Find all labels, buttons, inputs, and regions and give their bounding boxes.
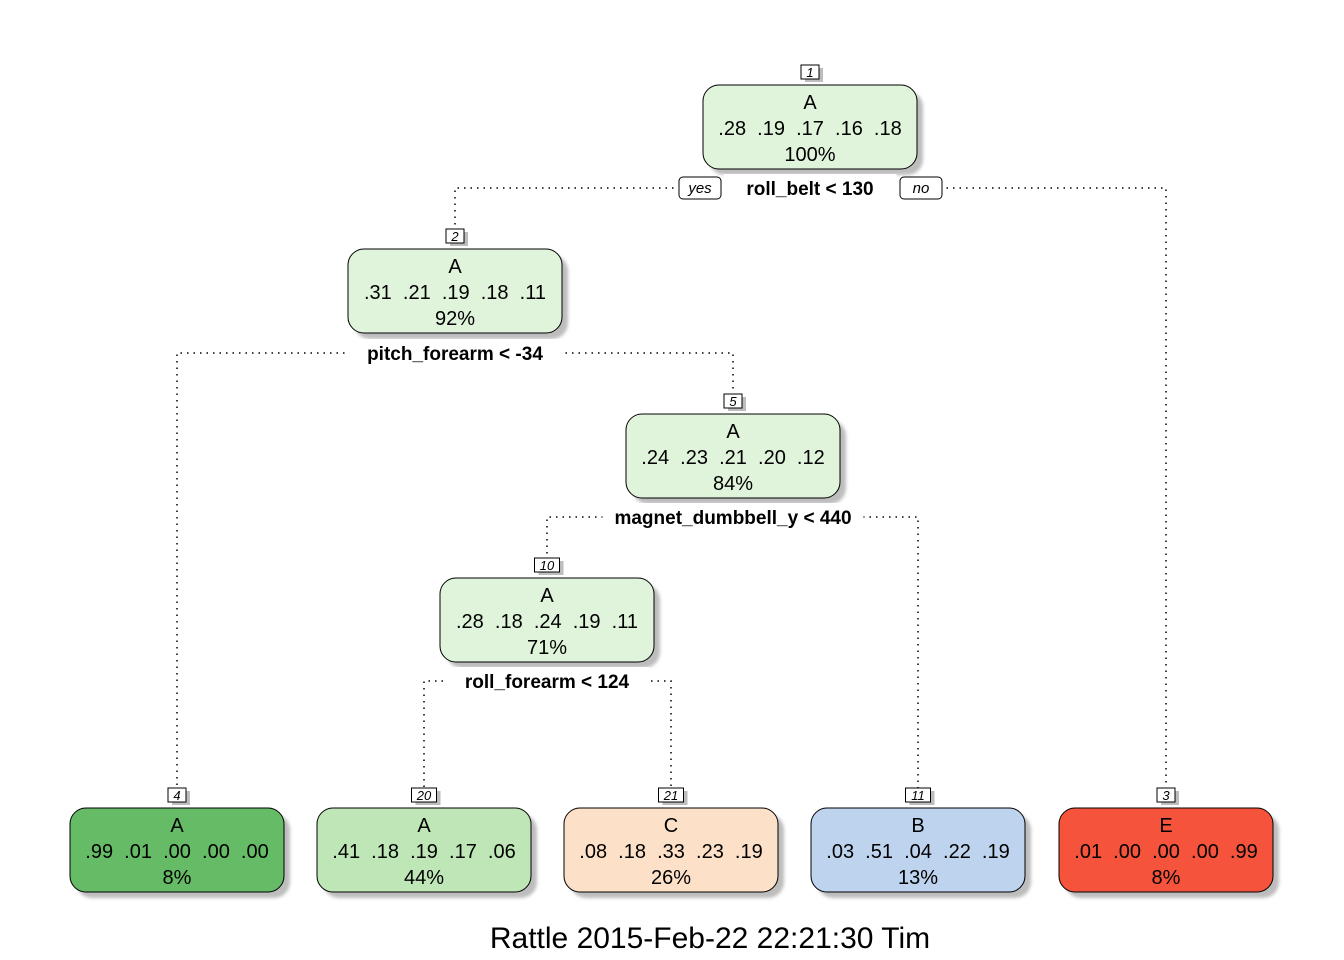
node-probs: .99 .01 .00 .00 .00 xyxy=(85,841,268,863)
split-label-bg xyxy=(602,503,864,529)
node-5: 5A .24 .23 .21 .20 .12 84% xyxy=(625,393,846,504)
split-label-10: roll_forearm < 124 xyxy=(465,672,630,693)
node-box xyxy=(439,577,655,663)
node-id-box xyxy=(1156,787,1176,803)
node-2: 2A .31 .21 .19 .18 .11 92% xyxy=(347,228,568,339)
node-probs: .01 .00 .00 .00 .99 xyxy=(1074,841,1257,863)
node-percent: 100% xyxy=(784,144,835,166)
caption: Rattle 2015-Feb-22 22:21:30 Tim xyxy=(490,922,930,955)
split-label-2: pitch_forearm < -34 xyxy=(367,344,543,365)
node-percent: 44% xyxy=(404,867,444,889)
node-id-box xyxy=(905,787,931,803)
node-probs: .41 .18 .19 .17 .06 xyxy=(332,841,515,863)
node-percent: 8% xyxy=(163,867,192,889)
node-class: A xyxy=(726,421,740,443)
node-id: 11 xyxy=(911,788,925,803)
node-probs: .28 .19 .17 .16 .18 xyxy=(718,118,901,140)
node-id-box xyxy=(167,787,187,803)
node-4: 4A .99 .01 .00 .00 .00 8% xyxy=(69,787,290,898)
split-label-bg xyxy=(723,174,897,200)
node-percent: 84% xyxy=(713,473,753,495)
node-id: 3 xyxy=(1162,788,1170,803)
node-class: E xyxy=(1159,815,1172,837)
edge-1-3 xyxy=(810,187,1167,788)
node-box xyxy=(1058,807,1274,893)
node-probs: .24 .23 .21 .20 .12 xyxy=(641,447,824,469)
node-box xyxy=(316,807,532,893)
node-id: 21 xyxy=(663,788,678,803)
edge-5-11 xyxy=(733,516,919,788)
edge-10-21 xyxy=(547,680,672,788)
node-percent: 26% xyxy=(651,867,691,889)
node-percent: 8% xyxy=(1152,867,1181,889)
node-probs: .31 .21 .19 .18 .11 xyxy=(364,282,546,304)
node-class: A xyxy=(540,585,554,607)
node-percent: 92% xyxy=(435,308,475,330)
node-box xyxy=(625,413,841,499)
node-id: 1 xyxy=(806,65,813,80)
node-id: 4 xyxy=(173,788,180,803)
node-class: B xyxy=(911,815,924,837)
node-id: 5 xyxy=(729,394,737,409)
split-label-bg xyxy=(444,667,650,693)
edge-2-4 xyxy=(176,352,455,788)
node-id-box xyxy=(658,787,684,803)
node-id: 10 xyxy=(540,558,555,573)
yes-label: yes xyxy=(687,180,712,197)
node-probs: .03 .51 .04 .22 .19 xyxy=(826,841,1009,863)
node-box xyxy=(702,84,918,170)
node-class: A xyxy=(417,815,431,837)
node-21: 21C .08 .18 .33 .23 .19 26% xyxy=(563,787,784,898)
node-1: 1A .28 .19 .17 .16 .18 100% xyxy=(702,64,923,175)
split-label-bg xyxy=(346,339,564,365)
node-10: 10A .28 .18 .24 .19 .11 71% xyxy=(439,557,660,668)
node-20: 20A .41 .18 .19 .17 .06 44% xyxy=(316,787,537,898)
split-label-1: roll_belt < 130 xyxy=(746,179,873,200)
yes-label-box xyxy=(678,176,722,200)
edge-10-20 xyxy=(423,680,547,788)
split-label-5: magnet_dumbbell_y < 440 xyxy=(614,508,851,529)
node-class: A xyxy=(448,256,462,278)
node-3: 3E .01 .00 .00 .00 .99 8% xyxy=(1058,787,1279,898)
node-id-box xyxy=(800,64,820,80)
node-id-box xyxy=(534,557,560,573)
node-id-box xyxy=(445,228,465,244)
node-class: A xyxy=(803,92,817,114)
node-id: 2 xyxy=(450,229,459,244)
node-class: C xyxy=(664,815,678,837)
node-id-box xyxy=(723,393,743,409)
node-box xyxy=(347,248,563,334)
node-class: A xyxy=(170,815,184,837)
node-11: 11B .03 .51 .04 .22 .19 13% xyxy=(810,787,1031,898)
no-label-box xyxy=(899,176,943,200)
nodes-layer: 1A .28 .19 .17 .16 .18 100% roll_belt < 130… xyxy=(69,64,1279,898)
node-box xyxy=(69,807,285,893)
no-label: no xyxy=(913,180,930,197)
node-id-box xyxy=(411,787,437,803)
node-id: 20 xyxy=(416,788,432,803)
node-box xyxy=(563,807,779,893)
node-probs: .08 .18 .33 .23 .19 xyxy=(579,841,762,863)
node-probs: .28 .18 .24 .19 .11 xyxy=(456,611,638,633)
node-percent: 71% xyxy=(527,637,567,659)
node-percent: 13% xyxy=(898,867,938,889)
node-box xyxy=(810,807,1026,893)
